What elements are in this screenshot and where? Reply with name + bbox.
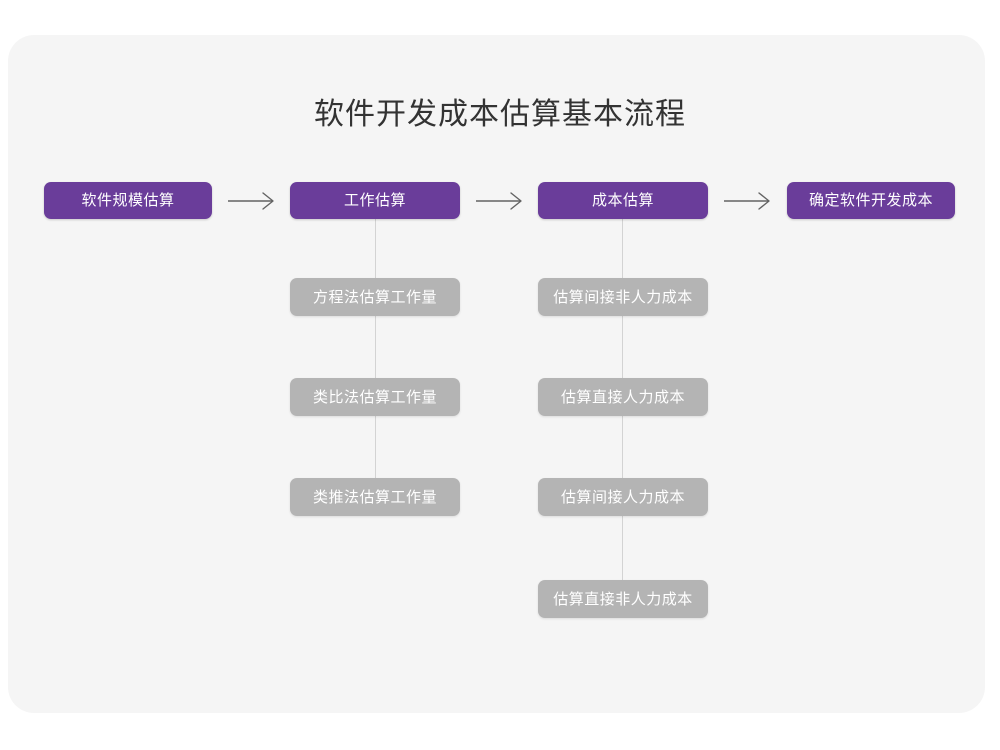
branch-node-indirect-labor-cost[interactable]: 估算间接人力成本 [538,478,708,516]
arrow-3-icon [724,190,774,212]
step-node-work-estimation[interactable]: 工作估算 [290,182,460,219]
arrow-1-icon [228,190,278,212]
step-node-determine-dev-cost[interactable]: 确定软件开发成本 [787,182,955,219]
branch-node-label: 类推法估算工作量 [312,488,437,506]
step-node-label: 软件规模估算 [81,192,175,209]
branch-node-label: 方程法估算工作量 [312,288,437,306]
branch-node-indirect-nonlabor-cost[interactable]: 估算间接非人力成本 [538,278,708,316]
branch-node-equation-method[interactable]: 方程法估算工作量 [290,278,460,316]
step-node-label: 成本估算 [591,192,654,209]
branch-node-label: 类比法估算工作量 [312,388,437,406]
step-node-label: 工作估算 [343,192,406,209]
branch-node-label: 估算间接非人力成本 [553,288,693,306]
arrow-2-icon [476,190,526,212]
branch-node-analogy-method[interactable]: 类比法估算工作量 [290,378,460,416]
branch-node-label: 估算间接人力成本 [560,488,685,506]
branch-node-label: 估算直接人力成本 [560,388,685,406]
diagram-card [8,35,985,713]
branch-node-direct-nonlabor-cost[interactable]: 估算直接非人力成本 [538,580,708,618]
branch-node-analogical-method[interactable]: 类推法估算工作量 [290,478,460,516]
page-title: 软件开发成本估算基本流程 [314,98,686,131]
connector-line-work [375,218,376,498]
branch-node-direct-labor-cost[interactable]: 估算直接人力成本 [538,378,708,416]
step-node-cost-estimation[interactable]: 成本估算 [538,182,708,219]
step-node-label: 确定软件开发成本 [808,192,933,209]
branch-node-label: 估算直接非人力成本 [553,590,693,608]
step-node-software-scale-estimation[interactable]: 软件规模估算 [44,182,212,219]
